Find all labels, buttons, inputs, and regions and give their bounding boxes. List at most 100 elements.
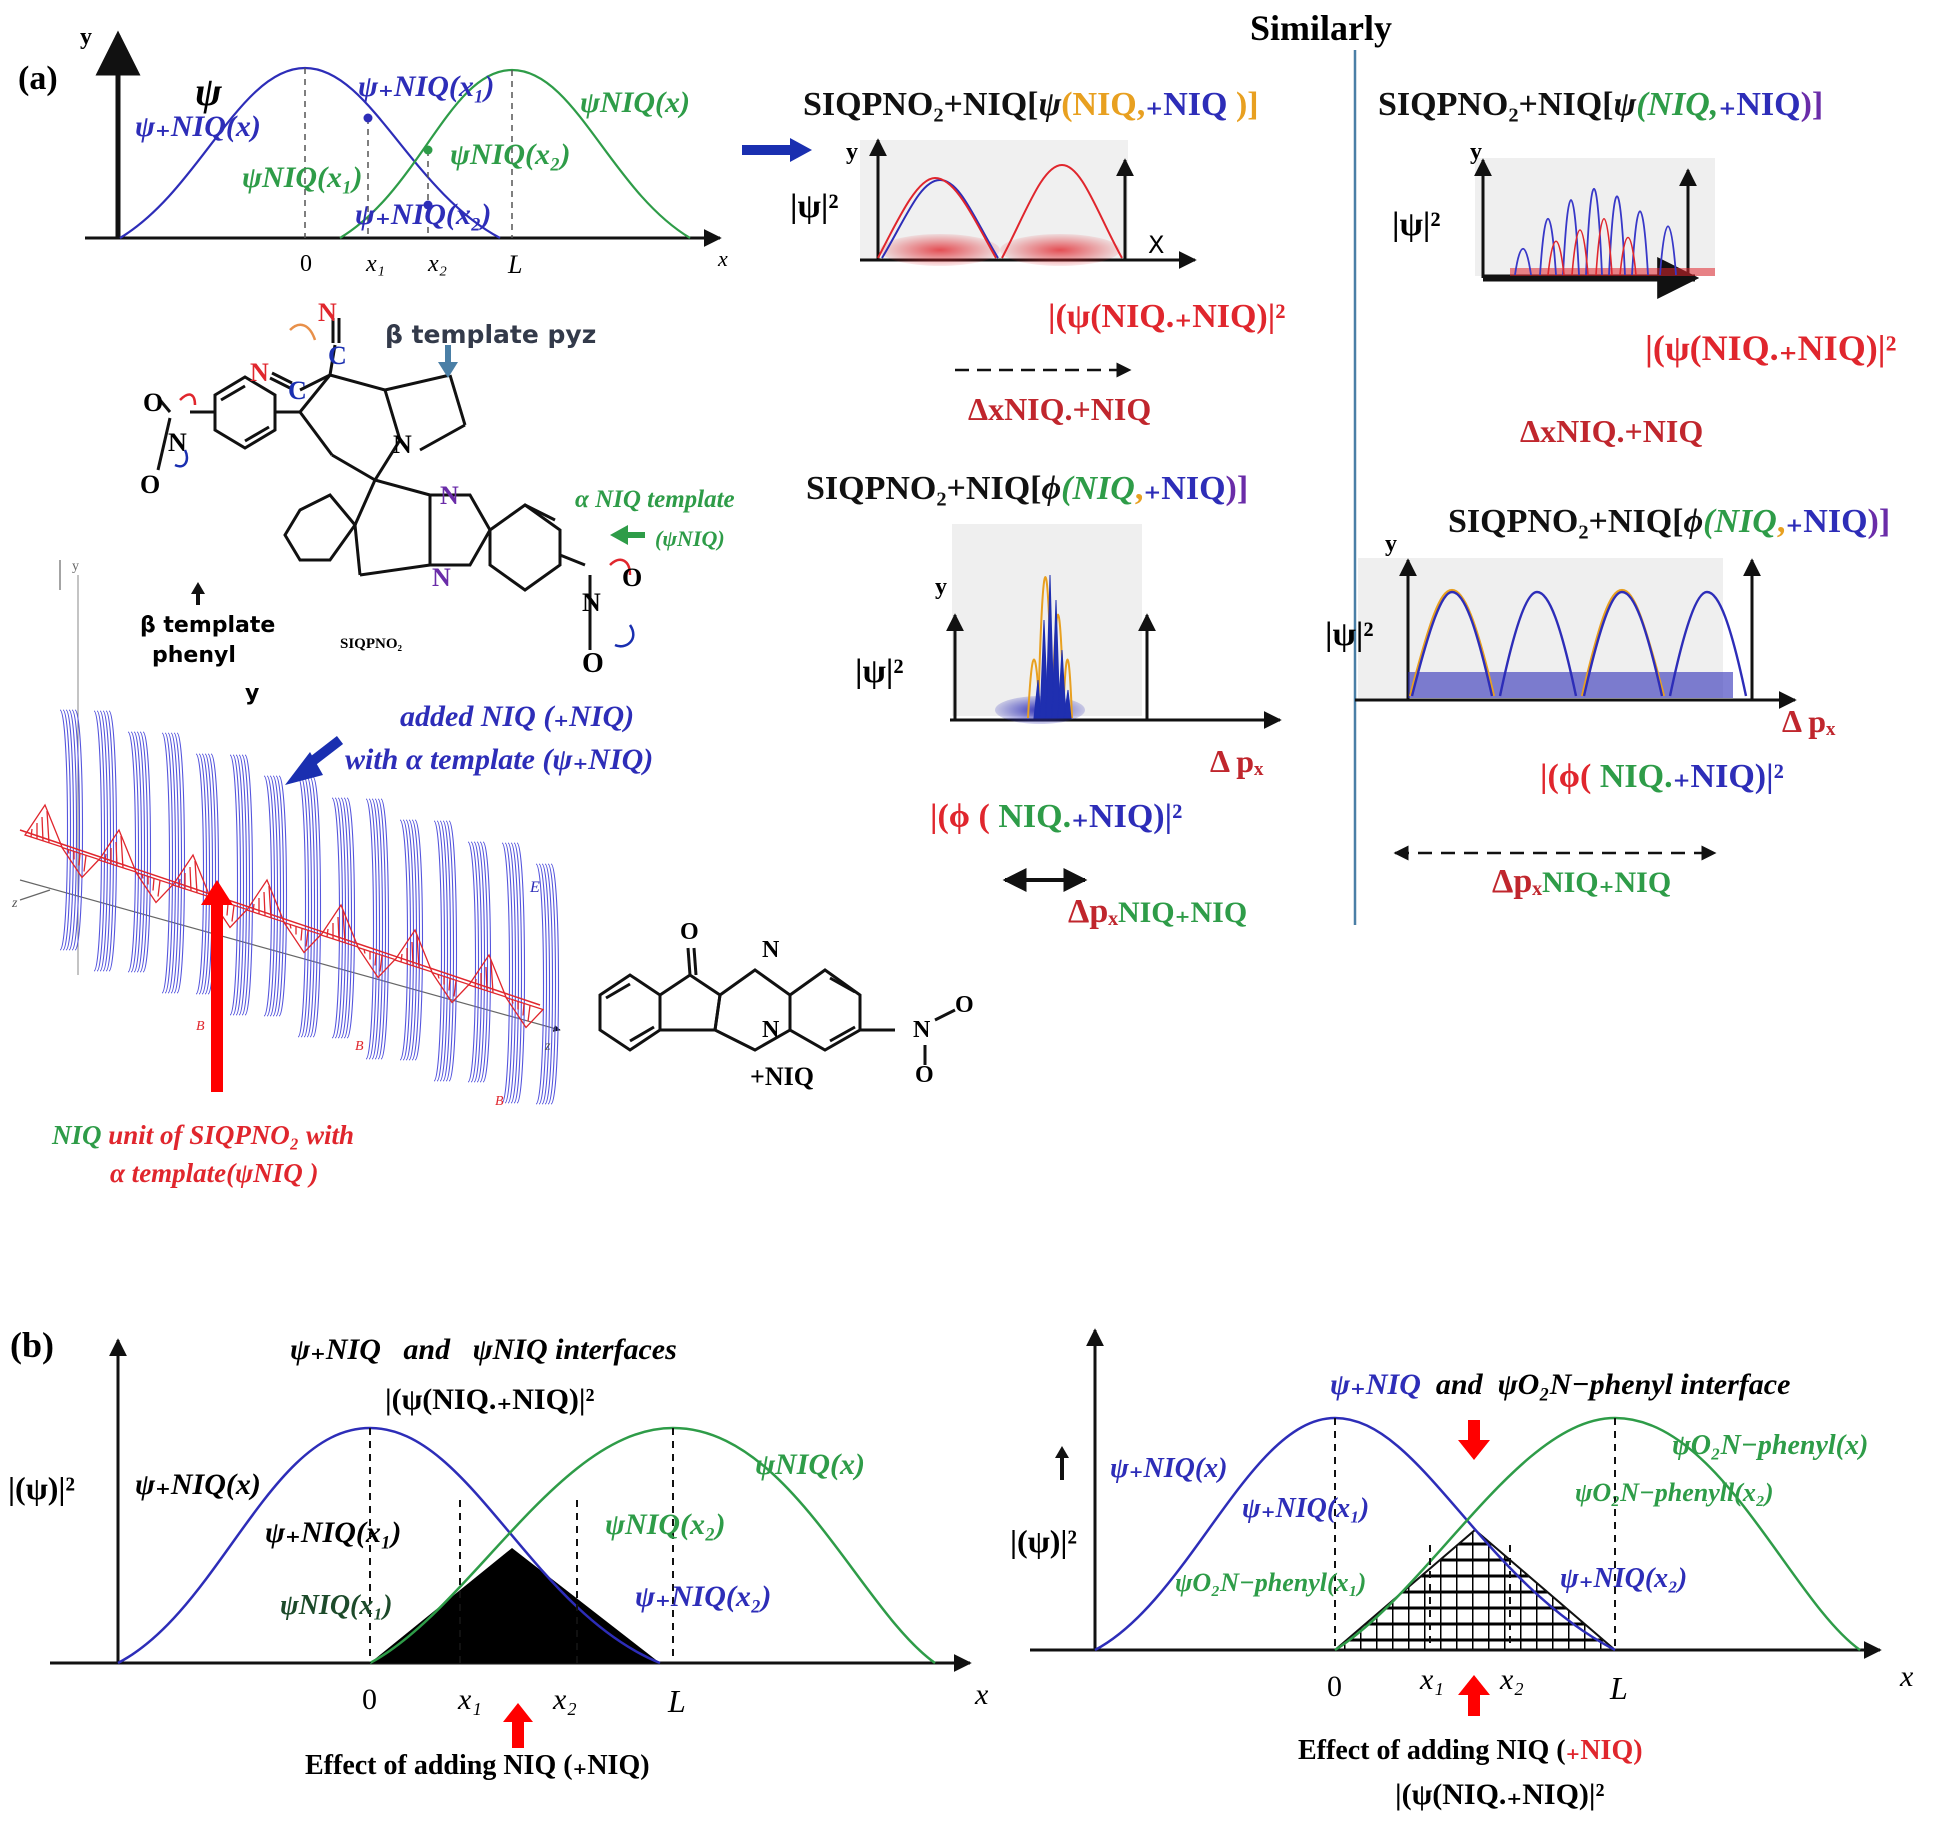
wave-strand <box>198 753 208 995</box>
right-top-density: |(ψ(NIQ.₊NIQ)|² <box>1645 328 1897 368</box>
wave-strand <box>303 776 313 1038</box>
tl-psi-label: ψ <box>195 69 222 114</box>
wave-strand <box>204 753 214 995</box>
b-field-hatch <box>416 935 420 969</box>
tl-tick-0: 0 <box>300 251 312 277</box>
b-field-hatch <box>379 955 383 972</box>
atom-O-top-left: O <box>143 388 164 417</box>
atom-O-bottom-left: O <box>140 470 161 499</box>
b-field-hatch <box>453 980 457 997</box>
wave-strand <box>201 753 211 995</box>
b-field-hatch <box>342 910 346 944</box>
wave-strand <box>309 776 319 1038</box>
b-field-lobe <box>245 878 286 924</box>
wave-strand <box>538 863 548 1105</box>
wave-strand <box>535 863 545 1105</box>
b-left-tick-x2: x₂ <box>553 1683 577 1716</box>
wave-strand <box>241 754 251 1016</box>
added-niq-arrow <box>285 736 344 785</box>
wave-strand <box>173 732 183 994</box>
wave-strand <box>142 731 152 973</box>
b-field-hatch <box>157 880 161 897</box>
b-field-hatch <box>522 1003 525 1016</box>
mid-top-dx: ΔxNIQ.+NIQ <box>968 391 1152 427</box>
mid-bottom-psi2: |ψ|² <box>855 653 904 690</box>
wave-strand <box>436 820 446 1082</box>
b-left-psi-plus-niq-x1: ψ₊NIQ(x₁) <box>265 1516 402 1549</box>
wave-strand <box>105 710 115 972</box>
mid-top-title-fn: ψ <box>1038 86 1062 123</box>
beta-template-phenyl-2: phenyl <box>152 643 236 668</box>
b-left-psi-plus-niq-x: ψ₊NIQ(x) <box>135 1468 261 1501</box>
alpha-niq-template: α NIQ template <box>575 486 735 513</box>
wave-strand <box>501 842 511 1104</box>
wave-strand <box>161 732 171 994</box>
b-field-hatch <box>305 930 309 947</box>
b-right-psi-plus-niq-x2: ψ₊NIQ(x₂) <box>1560 1563 1688 1594</box>
plus-niq-name: +NIQ <box>750 1062 814 1091</box>
wave-strand <box>479 841 489 1083</box>
wave-strand <box>136 731 146 973</box>
wave-strand <box>343 797 353 1039</box>
b-left-tick-0: 0 <box>362 1683 377 1716</box>
tl-point-blue-x1 <box>363 113 373 123</box>
atom-C-top: C <box>328 341 347 370</box>
wave-strand <box>272 775 282 1017</box>
wave-strand <box>368 798 378 1060</box>
wave-strand <box>510 842 520 1104</box>
right-bottom-dp: ΔpₓNIQ₊NIQ <box>1492 863 1672 900</box>
wave-strand <box>504 842 514 1104</box>
right-top-psi2: |ψ|² <box>1392 206 1441 243</box>
atom-N-quin-bottom: N <box>432 563 451 592</box>
b-field-hatch <box>141 874 144 879</box>
wave-B-label-2: B <box>355 1039 364 1054</box>
mid-top-y-label: y <box>846 139 858 165</box>
niq-unit-label-1: NIQ unit of SIQPNO₂ with <box>52 1120 354 1150</box>
wave-E-label: E <box>530 879 540 896</box>
wave-strand <box>374 798 384 1060</box>
wave-strand <box>127 731 137 973</box>
wave-strand <box>62 709 72 951</box>
siqpno2-label: SIQPNO₂ <box>340 636 403 652</box>
tl-psi-niq-x: ψNIQ(x) <box>580 86 691 119</box>
right-top-title-fn: ψ <box>1613 86 1637 123</box>
wave-strand <box>74 709 84 951</box>
mid-bottom-density: |(ϕ ( NIQ.₊NIQ)|² <box>930 798 1183 835</box>
wave-strand <box>547 863 557 1105</box>
wave-strand <box>232 754 242 1016</box>
wave-strand <box>516 842 526 1104</box>
b-right-psi-o2n-x1: ψO₂N−phenyl(x₁) <box>1175 1568 1367 1597</box>
mid-bottom-title: SIQPNO₂+NIQ[ϕ(NIQ,₊NIQ)] <box>806 470 1249 507</box>
wave-strand <box>467 841 477 1083</box>
wave-strand <box>346 797 356 1039</box>
wave-strand <box>102 710 112 972</box>
wave-strand <box>244 754 254 1016</box>
added-niq-label-2: with α template (ψ₊NIQ) <box>345 743 654 776</box>
b-field-lobe <box>134 871 175 904</box>
wave-strand <box>297 776 307 1038</box>
b-field-lobe <box>467 953 508 999</box>
plus-niq-N-bottom: N <box>762 1017 780 1043</box>
wave-strand <box>99 710 109 972</box>
b-field-hatch <box>83 855 87 872</box>
b-left-effect: Effect of adding NIQ (₊NIQ) <box>305 1750 650 1781</box>
right-bottom-plot <box>1355 558 1797 709</box>
b-field-hatch <box>67 849 70 854</box>
b-field-hatch <box>30 828 33 838</box>
wave-strand <box>130 731 140 973</box>
wave-strand <box>371 798 381 1060</box>
b-left-density: |(ψ(NIQ.₊NIQ)|² <box>385 1383 595 1416</box>
molecule-annotation-arrows <box>174 323 635 648</box>
wave-strand <box>278 775 288 1017</box>
b-right-ylabel: |(ψ)|² <box>1010 1523 1078 1559</box>
atom-O-nitro-right: O <box>622 563 643 592</box>
b-field-hatch <box>78 853 81 866</box>
plus-niq-N-nitro: N <box>913 1017 931 1043</box>
wave-strand <box>263 775 273 1017</box>
b-left-title: ψ₊NIQ and ψNIQ interfaces <box>290 1333 677 1366</box>
mid-bottom-plot <box>946 524 1282 729</box>
wave-strand <box>340 797 350 1039</box>
alpha-niq-arrow <box>610 525 645 545</box>
